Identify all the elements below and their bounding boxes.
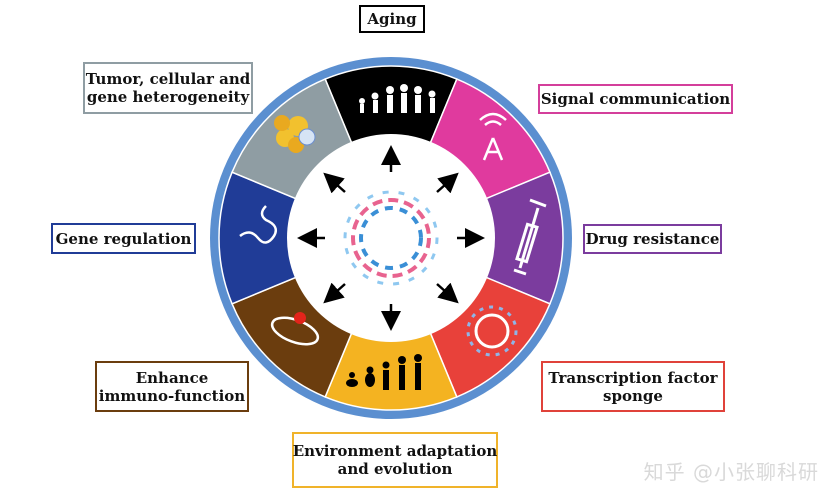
label-drug-text: Drug resistance — [585, 230, 720, 248]
dna-ring-icon — [343, 190, 439, 286]
sponge-ring-icon — [466, 305, 518, 357]
label-tumor-heterogeneity: Tumor, cellular and gene heterogeneity — [83, 62, 253, 114]
label-drug-resistance: Drug resistance — [583, 224, 722, 254]
arrow-down-right — [436, 282, 459, 304]
label-tumor-line2: gene heterogeneity — [86, 88, 250, 106]
watermark: 知乎 @小张聊科研 — [643, 460, 819, 484]
arrow-up-left — [323, 172, 346, 194]
label-tf-line1: Transcription factor — [548, 368, 718, 387]
label-gene-regulation: Gene regulation — [51, 223, 196, 254]
label-tf-line2: sponge — [603, 386, 663, 405]
signal-tower-icon — [479, 112, 507, 161]
label-env-line2: and evolution — [337, 460, 453, 478]
rna-strand-icon — [239, 205, 277, 244]
cell-cluster-icon — [274, 115, 316, 153]
syringe-icon — [513, 198, 547, 276]
label-environment-adaptation: Environment adaptation and evolution — [292, 432, 498, 488]
bacterium-icon — [270, 312, 320, 346]
label-transcription-factor-sponge: Transcription factor sponge — [541, 361, 725, 412]
arrow-down-left — [323, 282, 346, 304]
label-signal-communication: Signal communication — [538, 84, 733, 114]
label-aging-text: Aging — [367, 10, 417, 28]
label-gene-reg-text: Gene regulation — [55, 229, 192, 248]
label-env-line1: Environment adaptation — [292, 442, 498, 460]
label-tumor-line1: Tumor, cellular and — [85, 70, 251, 88]
label-aging: Aging — [359, 5, 425, 33]
evolution-silhouettes-icon — [346, 354, 422, 390]
people-silhouettes-icon — [359, 84, 436, 113]
radial-arrows — [297, 145, 485, 331]
label-signal-text: Signal communication — [540, 90, 731, 108]
label-enhance-immuno-function: Enhance immuno-function — [95, 361, 249, 412]
arrow-up-right — [436, 172, 459, 194]
label-immuno-line2: immuno-function — [98, 386, 246, 405]
label-immuno-line1: Enhance — [135, 368, 209, 387]
